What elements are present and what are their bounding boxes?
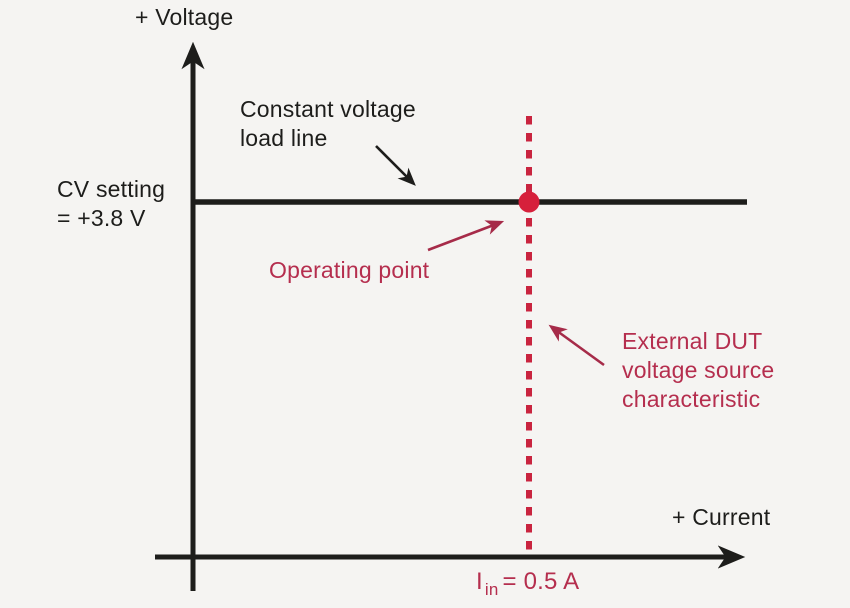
x-axis-label: + Current — [672, 504, 771, 530]
dut-callout-arrow — [548, 324, 605, 367]
input-current-value: = 0.5 A — [502, 568, 580, 595]
load-line-callout-arrow — [375, 145, 416, 186]
load-line-label: Constant voltage load line — [240, 96, 416, 151]
operating-point-callout-arrow — [427, 220, 505, 252]
y-axis-label: + Voltage — [135, 4, 234, 30]
input-current-subscript: in — [484, 580, 499, 599]
cv-setting-label: CV setting = +3.8 V — [57, 176, 166, 231]
dut-characteristic-label: External DUT voltage source characterist… — [622, 328, 775, 412]
operating-point-dot — [518, 191, 540, 213]
operating-point-label: Operating point — [269, 257, 430, 283]
input-current-symbol: I — [476, 568, 483, 595]
